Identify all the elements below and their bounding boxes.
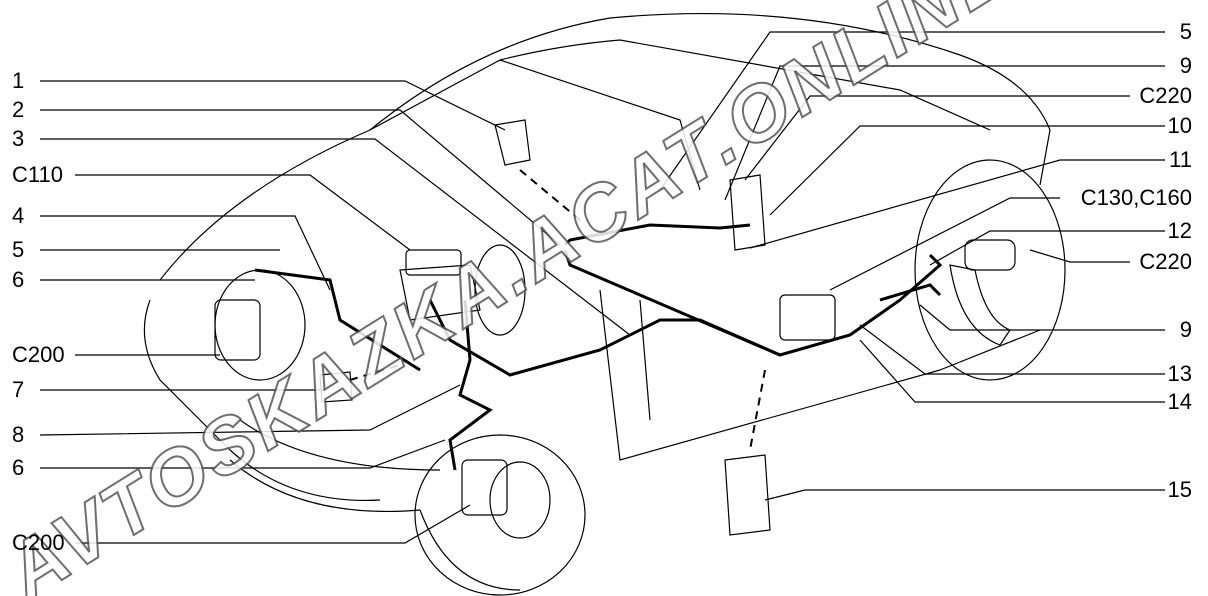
car-body-outline — [143, 12, 1066, 596]
callout-c110: C110 — [12, 162, 63, 187]
callout-3: 3 — [12, 126, 25, 151]
callout-c200-lower: C200 — [12, 530, 65, 555]
callout-10: 10 — [1167, 113, 1192, 138]
callout-9-upper: 9 — [1179, 53, 1192, 78]
callout-11: 11 — [1169, 147, 1192, 172]
brake-pipes — [254, 223, 943, 471]
callout-6-lower: 6 — [12, 455, 25, 480]
callout-8: 8 — [12, 422, 25, 447]
callout-c220-upper: C220 — [1139, 83, 1192, 108]
callout-7: 7 — [12, 377, 25, 402]
callout-14: 14 — [1167, 389, 1192, 414]
callout-5-right: 5 — [1179, 19, 1192, 44]
callout-12: 12 — [1167, 218, 1192, 243]
callout-9-lower: 9 — [1179, 317, 1192, 342]
callout-c220-lower: C220 — [1139, 249, 1192, 274]
callout-5-left: 5 — [12, 237, 25, 262]
detail-arrows — [349, 169, 766, 451]
leader-lines — [39, 31, 1165, 544]
callout-4: 4 — [12, 203, 25, 228]
callout-6-left: 6 — [12, 267, 25, 292]
callout-13: 13 — [1167, 361, 1192, 386]
callout-1: 1 — [12, 68, 25, 93]
callout-2: 2 — [12, 97, 25, 122]
callout-15: 15 — [1167, 477, 1192, 502]
callout-c130-c160: C130,C160 — [1080, 185, 1192, 210]
callout-c200-upper: C200 — [12, 342, 65, 367]
